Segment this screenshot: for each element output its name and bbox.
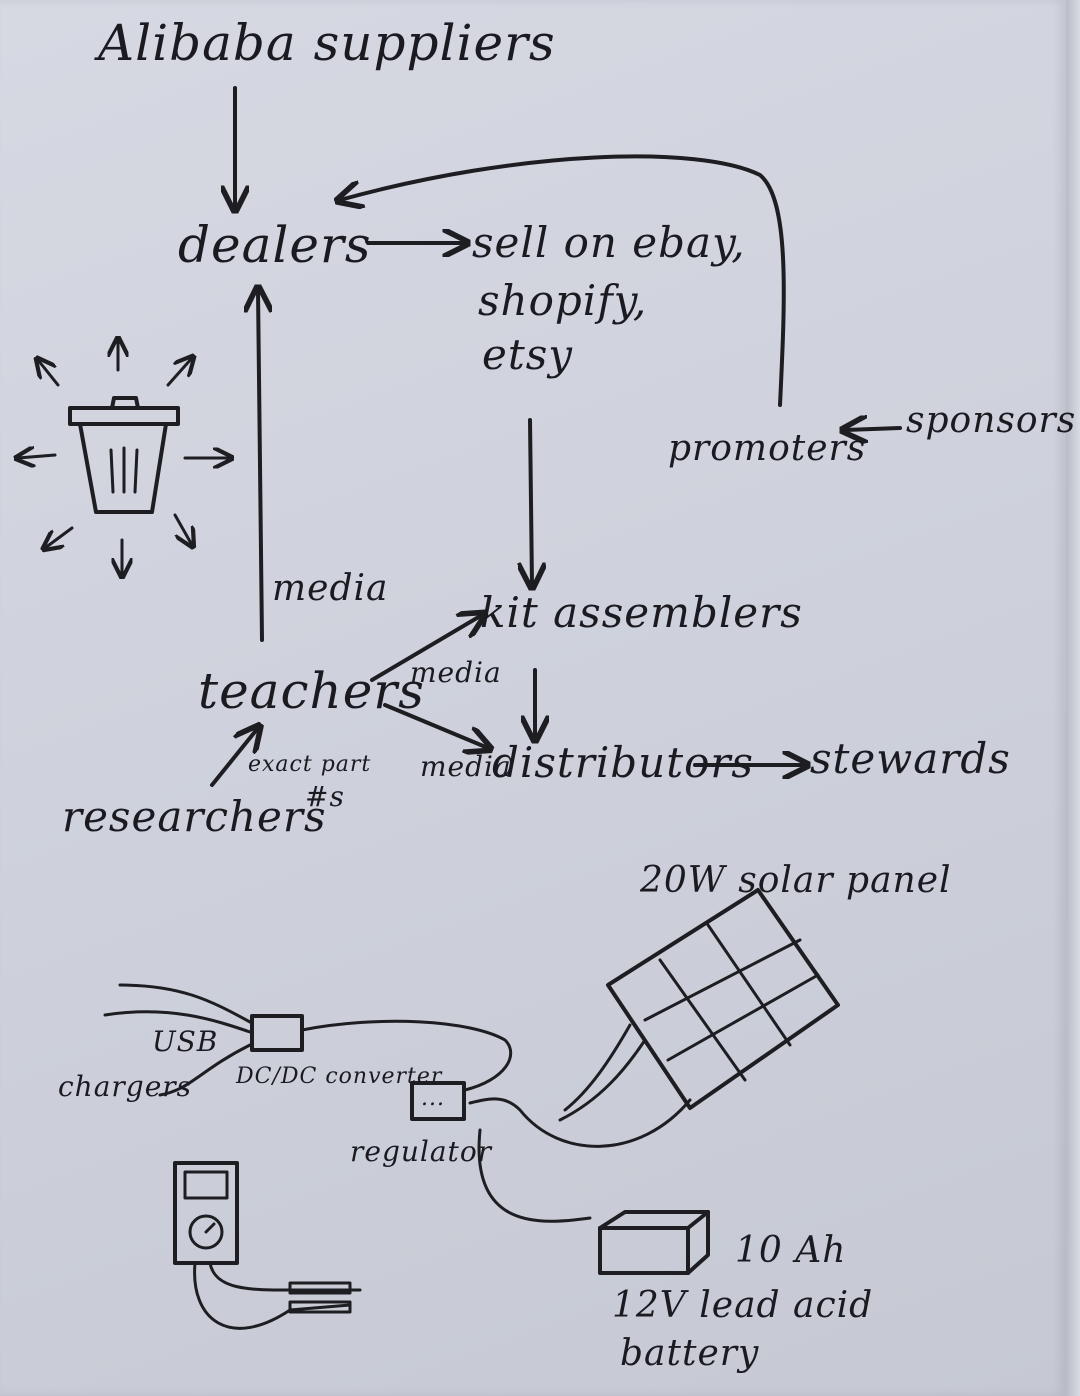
promoters-label: promoters [668, 428, 867, 469]
media-bottom-label: media [420, 750, 512, 783]
regulator-box [410, 1081, 466, 1121]
kit-assemblers-label: kit assemblers [480, 588, 803, 637]
teachers-label: teachers [198, 662, 425, 720]
chargers-label: chargers [58, 1070, 193, 1103]
dealers-label: dealers [178, 216, 372, 274]
arrow-promoters-to-dealers [340, 154, 786, 407]
part-number-label: #s [305, 780, 345, 813]
regulator-label: regulator [350, 1135, 493, 1168]
sell-shopify-label: shopify, [478, 276, 648, 325]
arrow-teachers-to-dealers [258, 290, 262, 642]
capacity-label: 10 Ah [735, 1230, 847, 1271]
battery-sketch [598, 1210, 710, 1275]
battery-label: battery [620, 1333, 760, 1374]
converter-label: DC/DC converter [236, 1064, 443, 1089]
media-left-label: media [272, 568, 389, 609]
stewards-label: stewards [810, 734, 1011, 783]
sell-ebay-label: sell on ebay, [472, 218, 746, 267]
converter-box [250, 1014, 304, 1052]
exact-part-label: exact part [248, 752, 372, 777]
wire-regulator-battery [477, 1128, 592, 1223]
solar-panel-sketch [558, 888, 840, 1122]
sell-etsy-label: etsy [482, 330, 574, 379]
paper-edge [1066, 0, 1080, 1396]
solar-panel-label: 20W solar panel [640, 860, 952, 901]
arrow-sell-to-kit [530, 418, 532, 585]
sponsors-label: sponsors [906, 400, 1077, 441]
media-mid-label: media [410, 656, 502, 689]
battery-type-label: 12V lead acid [612, 1285, 874, 1326]
arrow-teachers-to-kit [370, 615, 482, 682]
wire-converter-regulator [300, 1019, 513, 1092]
distributors-label: distributors [492, 738, 754, 787]
usb-label: USB [152, 1025, 219, 1058]
arrow-teachers-to-distributors [383, 703, 488, 748]
wire-panel-regulator [468, 1097, 692, 1148]
arrow-sponsors-to-promoters [845, 428, 902, 430]
scatter-arrows [18, 340, 230, 575]
researchers-label: researchers [62, 792, 327, 841]
multimeter-sketch [173, 1161, 362, 1330]
trash-can-icon [68, 396, 180, 514]
alibaba-suppliers-label: Alibaba suppliers [98, 14, 556, 72]
regulator-dots: ... [421, 1086, 445, 1111]
arrow-researchers-to-teachers [210, 728, 258, 787]
